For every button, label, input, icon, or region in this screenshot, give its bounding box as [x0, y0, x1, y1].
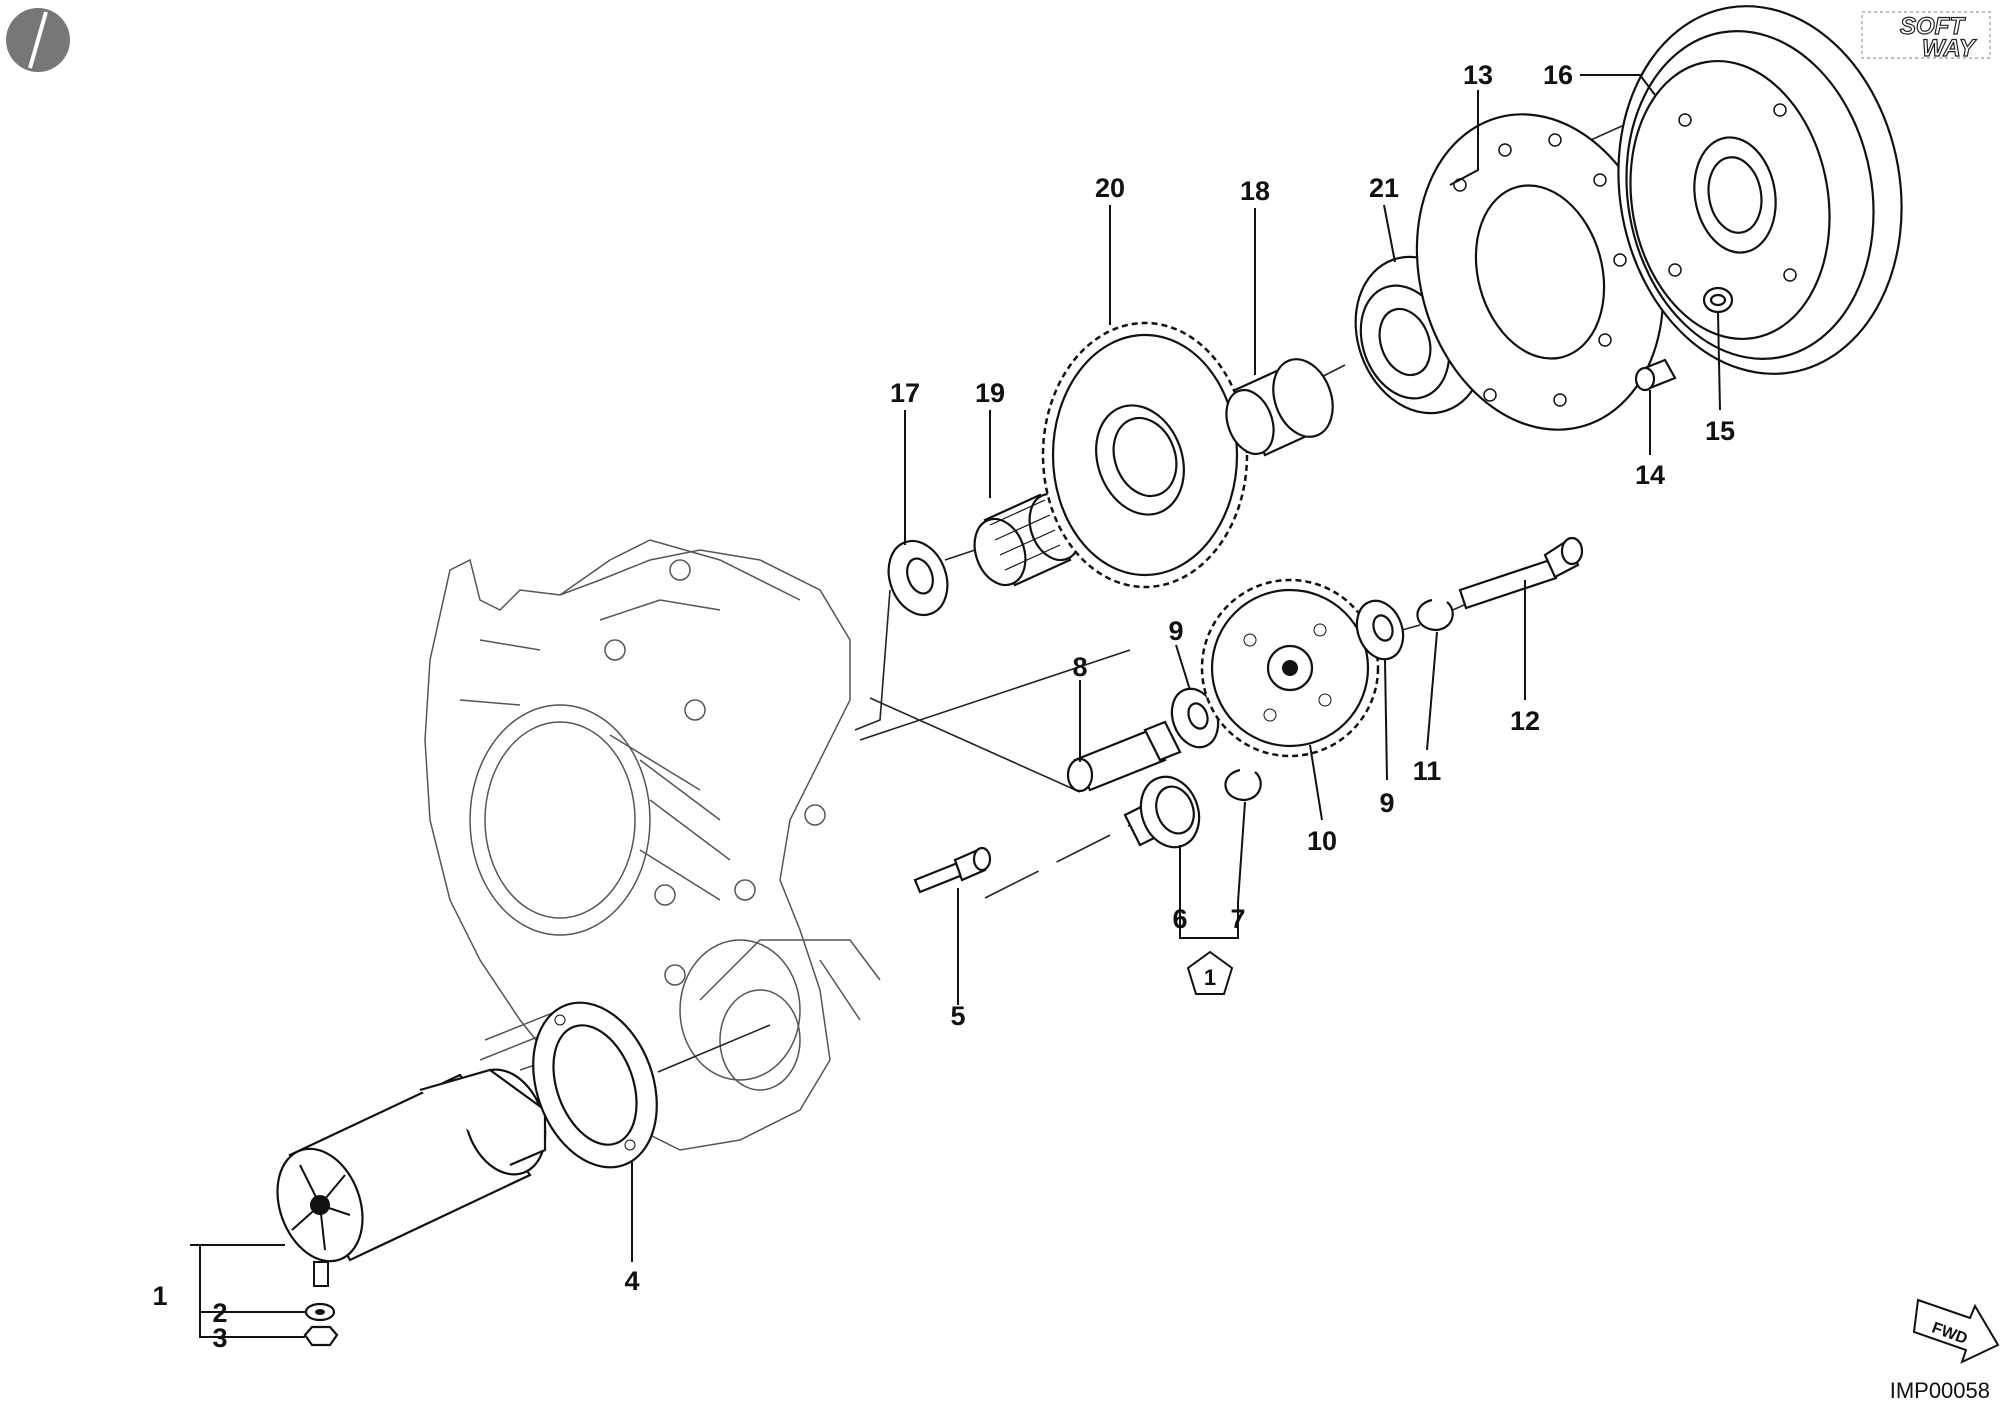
pin-14: [1634, 358, 1677, 392]
callout-1: 1: [152, 1281, 167, 1311]
pinion-gear-6: [1123, 775, 1201, 849]
callout-4: 4: [624, 1266, 639, 1296]
callout-16: 16: [1543, 60, 1573, 90]
callout-7: 7: [1230, 904, 1245, 934]
flywheel-16: [1617, 5, 1903, 375]
callout-13: 13: [1463, 60, 1493, 90]
callout-10: 10: [1307, 826, 1337, 856]
callout-9-right: 9: [1379, 788, 1394, 818]
callout-5: 5: [950, 1001, 965, 1031]
callout-20: 20: [1095, 173, 1125, 203]
washer-17: [887, 539, 949, 617]
nut-3: [303, 1325, 339, 1347]
washer-2: [304, 1302, 336, 1322]
spacer-sleeve-18: [1225, 358, 1334, 457]
softway-logo: SOFT WAY: [1861, 11, 1991, 63]
gasket-4: [532, 1001, 658, 1169]
callout-18: 18: [1240, 176, 1270, 206]
fwd-arrow-icon: FWD: [1912, 1298, 2000, 1364]
callout-17: 17: [890, 378, 920, 408]
callout-6: 6: [1172, 904, 1187, 934]
corner-badge-icon: [6, 8, 70, 72]
gear-10: [1200, 578, 1380, 758]
kit-badge: 1: [1186, 950, 1234, 995]
engine-casing-outline: [424, 539, 881, 1151]
callout-9-left: 9: [1168, 616, 1183, 646]
callout-14: 14: [1635, 460, 1665, 490]
circlip-11: [1416, 598, 1454, 632]
callout-8: 8: [1072, 652, 1087, 682]
washer-9-right: [1355, 599, 1405, 661]
callout-19: 19: [975, 378, 1005, 408]
gear-20: [1041, 321, 1249, 589]
callout-21: 21: [1369, 173, 1399, 203]
callout-numbers: 1 2 3 4 5 6 7 8 9 9 10 11 12 13 14 15 16…: [152, 60, 1735, 1353]
screw-5: [913, 846, 992, 894]
ring-15: [1702, 286, 1734, 314]
callout-2: 2: [212, 1298, 227, 1328]
starter-motor: [276, 1068, 547, 1287]
callout-leaders: [190, 74, 1721, 1338]
logo-text-bottom: WAY: [1922, 35, 1977, 62]
callout-12: 12: [1510, 706, 1540, 736]
circlip-7: [1224, 768, 1262, 802]
needle-bearing-19: [973, 492, 1082, 587]
image-code: IMP00058: [1890, 1378, 1990, 1403]
bolt-12: [1458, 536, 1584, 610]
shaft-8: [1066, 720, 1182, 793]
logo-text-top: SOFT: [1900, 13, 1966, 40]
callout-11: 11: [1413, 756, 1442, 786]
kit-badge-label: 1: [1204, 965, 1216, 990]
callout-3: 3: [212, 1323, 227, 1353]
callout-15: 15: [1705, 416, 1735, 446]
